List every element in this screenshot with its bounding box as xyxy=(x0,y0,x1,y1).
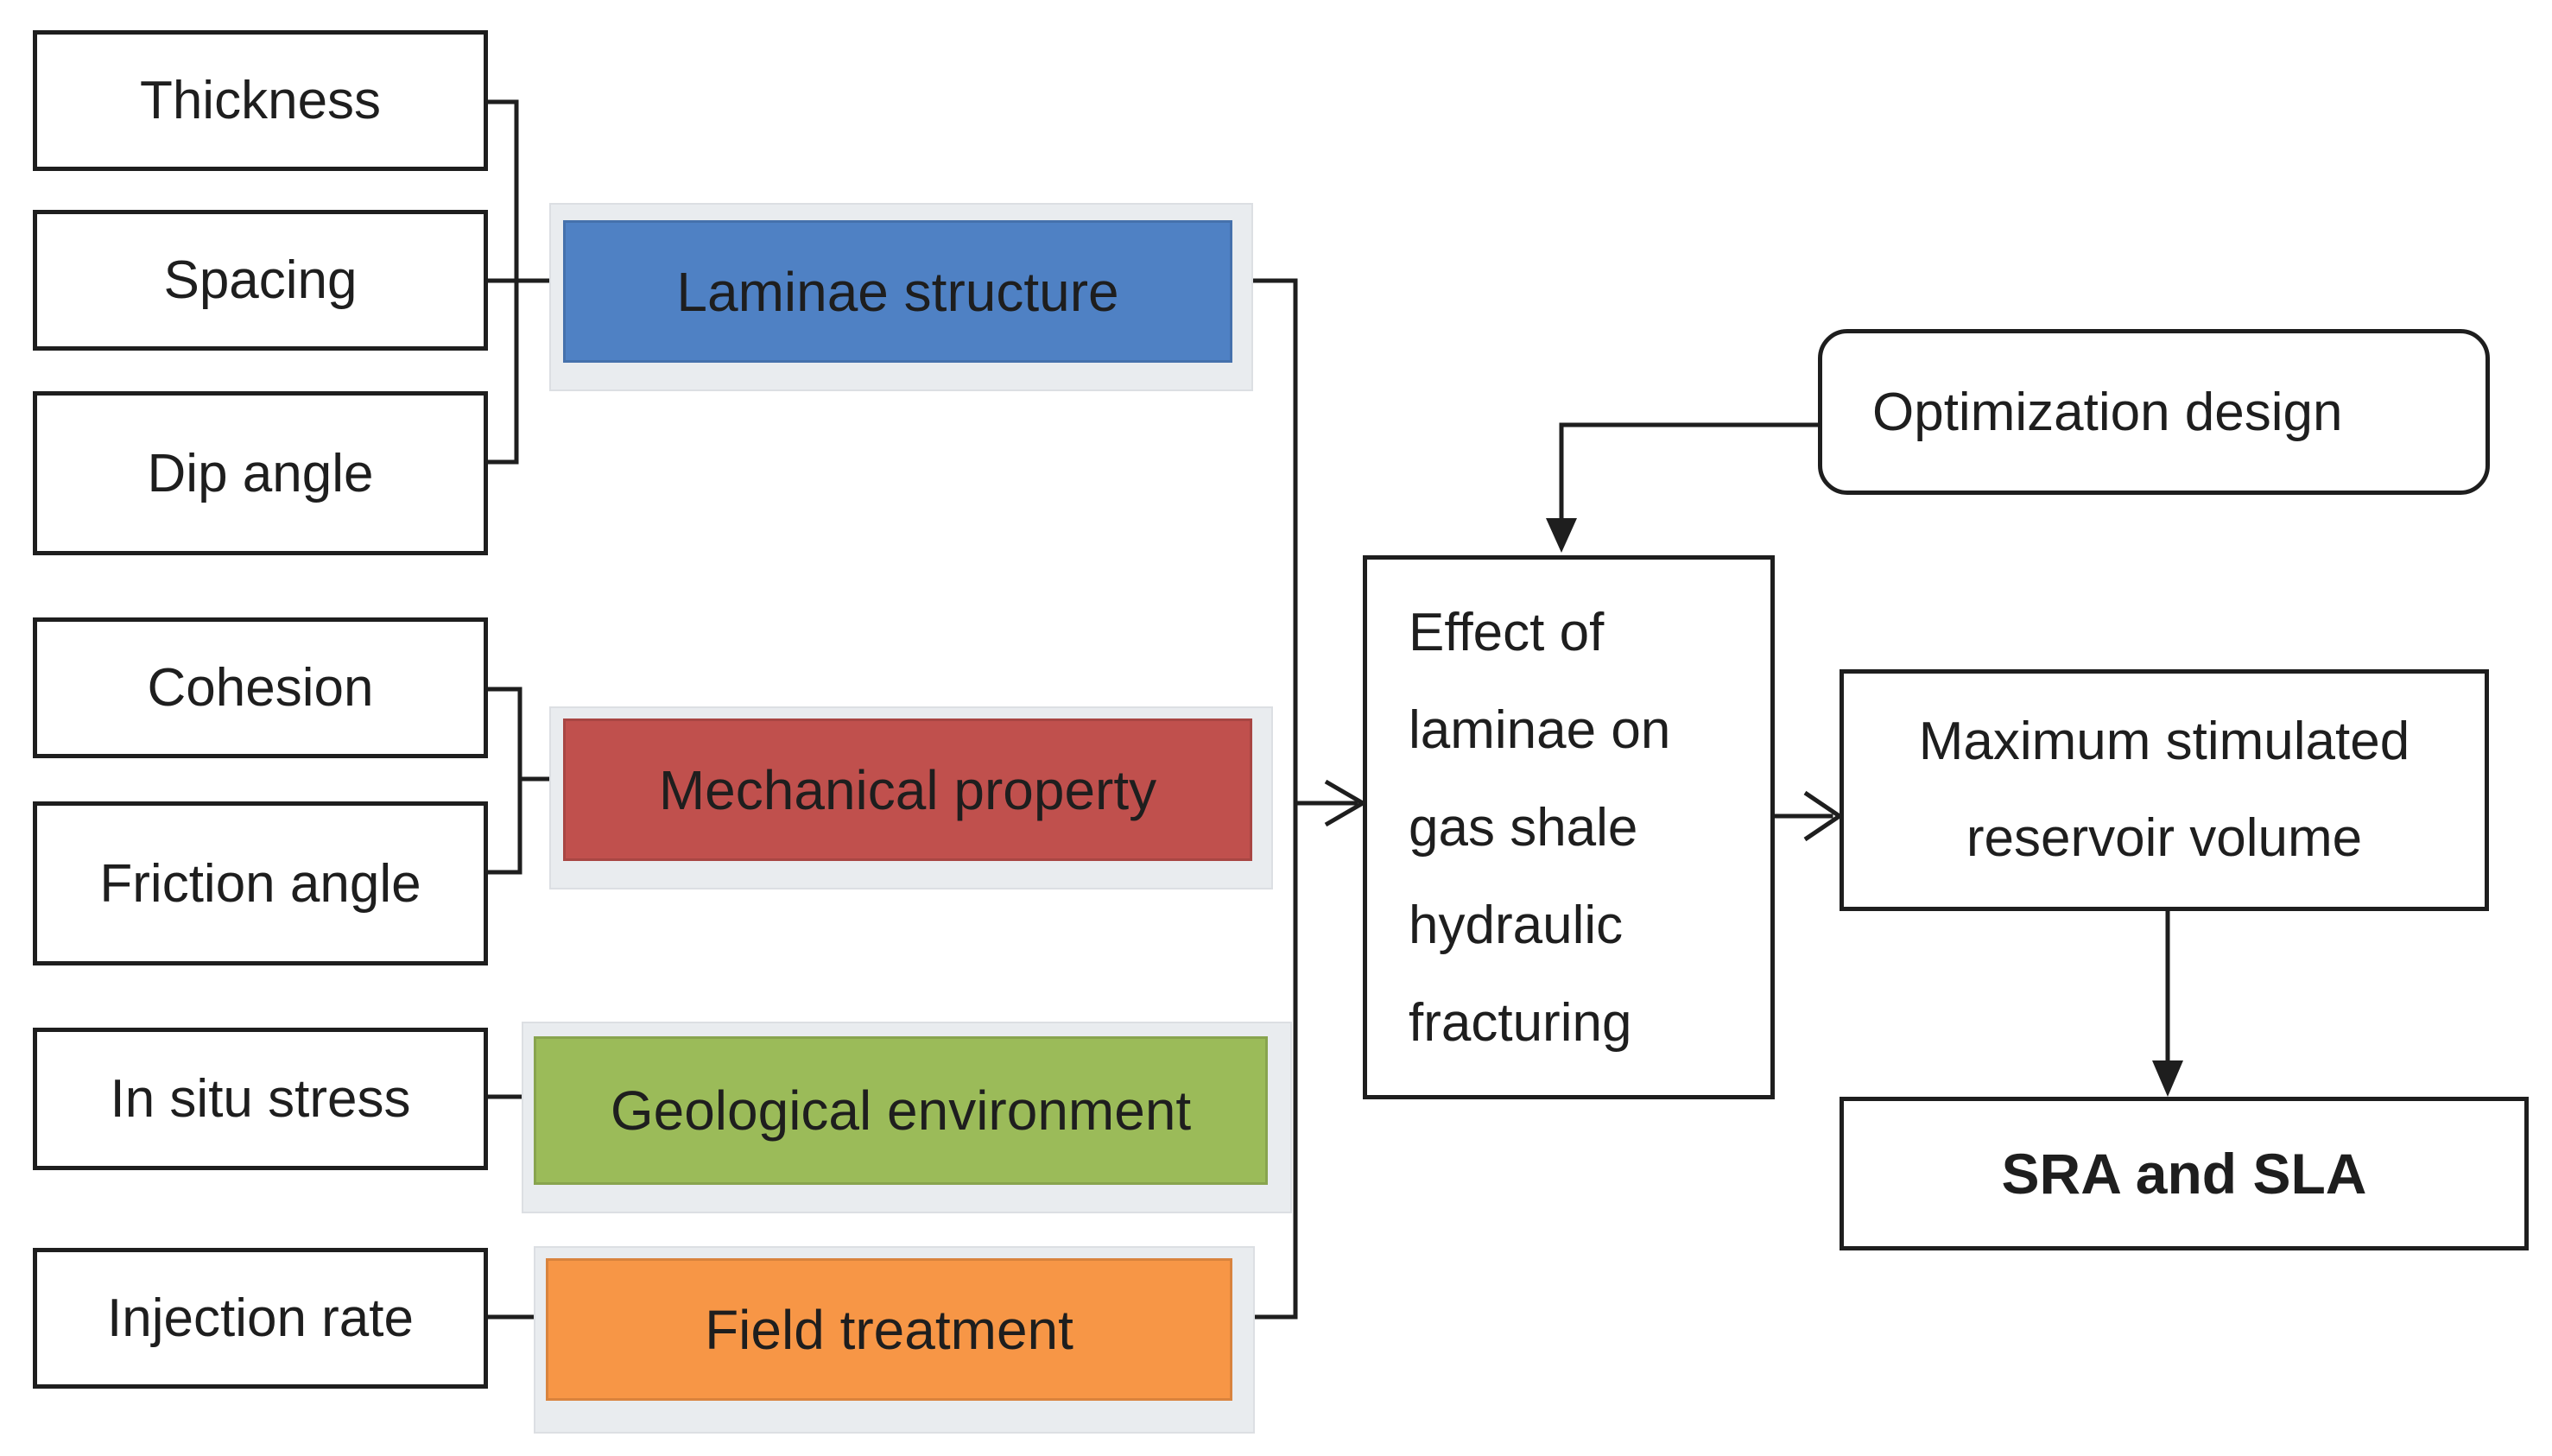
injection-rate-box: Injection rate xyxy=(33,1248,488,1389)
effect-line: gas shale xyxy=(1409,797,1638,858)
effect-box: Effect of laminae on gas shale hydraulic… xyxy=(1363,555,1775,1099)
field-treatment-label: Field treatment xyxy=(705,1298,1073,1361)
in-situ-stress-label: In situ stress xyxy=(110,1069,411,1129)
effect-line: laminae on xyxy=(1409,700,1671,760)
friction-angle-label: Friction angle xyxy=(99,853,421,914)
spacing-box: Spacing xyxy=(33,210,488,351)
dip-angle-box: Dip angle xyxy=(33,391,488,555)
arrowhead-optimization xyxy=(1546,518,1577,553)
optimization-design-box: Optimization design xyxy=(1818,329,2490,495)
max-srv-line: reservoir volume xyxy=(1966,808,2363,868)
dip-angle-label: Dip angle xyxy=(147,443,374,503)
effect-line: hydraulic xyxy=(1409,895,1624,955)
mechanical-property-label: Mechanical property xyxy=(658,758,1157,821)
geological-environment-label: Geological environment xyxy=(610,1079,1192,1142)
cohesion-label: Cohesion xyxy=(147,658,374,718)
thickness-box: Thickness xyxy=(33,30,488,171)
laminae-structure-box: Laminae structure xyxy=(563,220,1232,363)
thickness-label: Thickness xyxy=(139,71,382,130)
friction-angle-box: Friction angle xyxy=(33,801,488,965)
injection-rate-label: Injection rate xyxy=(107,1288,414,1348)
mechanical-property-box: Mechanical property xyxy=(563,719,1252,861)
result-box: SRA and SLA xyxy=(1840,1097,2529,1250)
geological-environment-box: Geological environment xyxy=(534,1036,1268,1185)
arrowhead-result xyxy=(2152,1060,2183,1097)
in-situ-stress-box: In situ stress xyxy=(33,1028,488,1170)
field-treatment-box: Field treatment xyxy=(546,1258,1232,1401)
max-srv-box: Maximum stimulated reservoir volume xyxy=(1840,669,2489,911)
result-label: SRA and SLA xyxy=(2001,1142,2367,1206)
effect-line: Effect of xyxy=(1409,602,1605,662)
optimization-design-label: Optimization design xyxy=(1872,382,2343,442)
cohesion-box: Cohesion xyxy=(33,617,488,758)
link-optimization xyxy=(1559,422,1821,542)
laminae-structure-label: Laminae structure xyxy=(676,260,1119,323)
max-srv-line: Maximum stimulated xyxy=(1918,712,2410,771)
spacing-label: Spacing xyxy=(163,250,358,310)
effect-line: fracturing xyxy=(1409,992,1632,1053)
category-bus xyxy=(1243,278,1358,1320)
